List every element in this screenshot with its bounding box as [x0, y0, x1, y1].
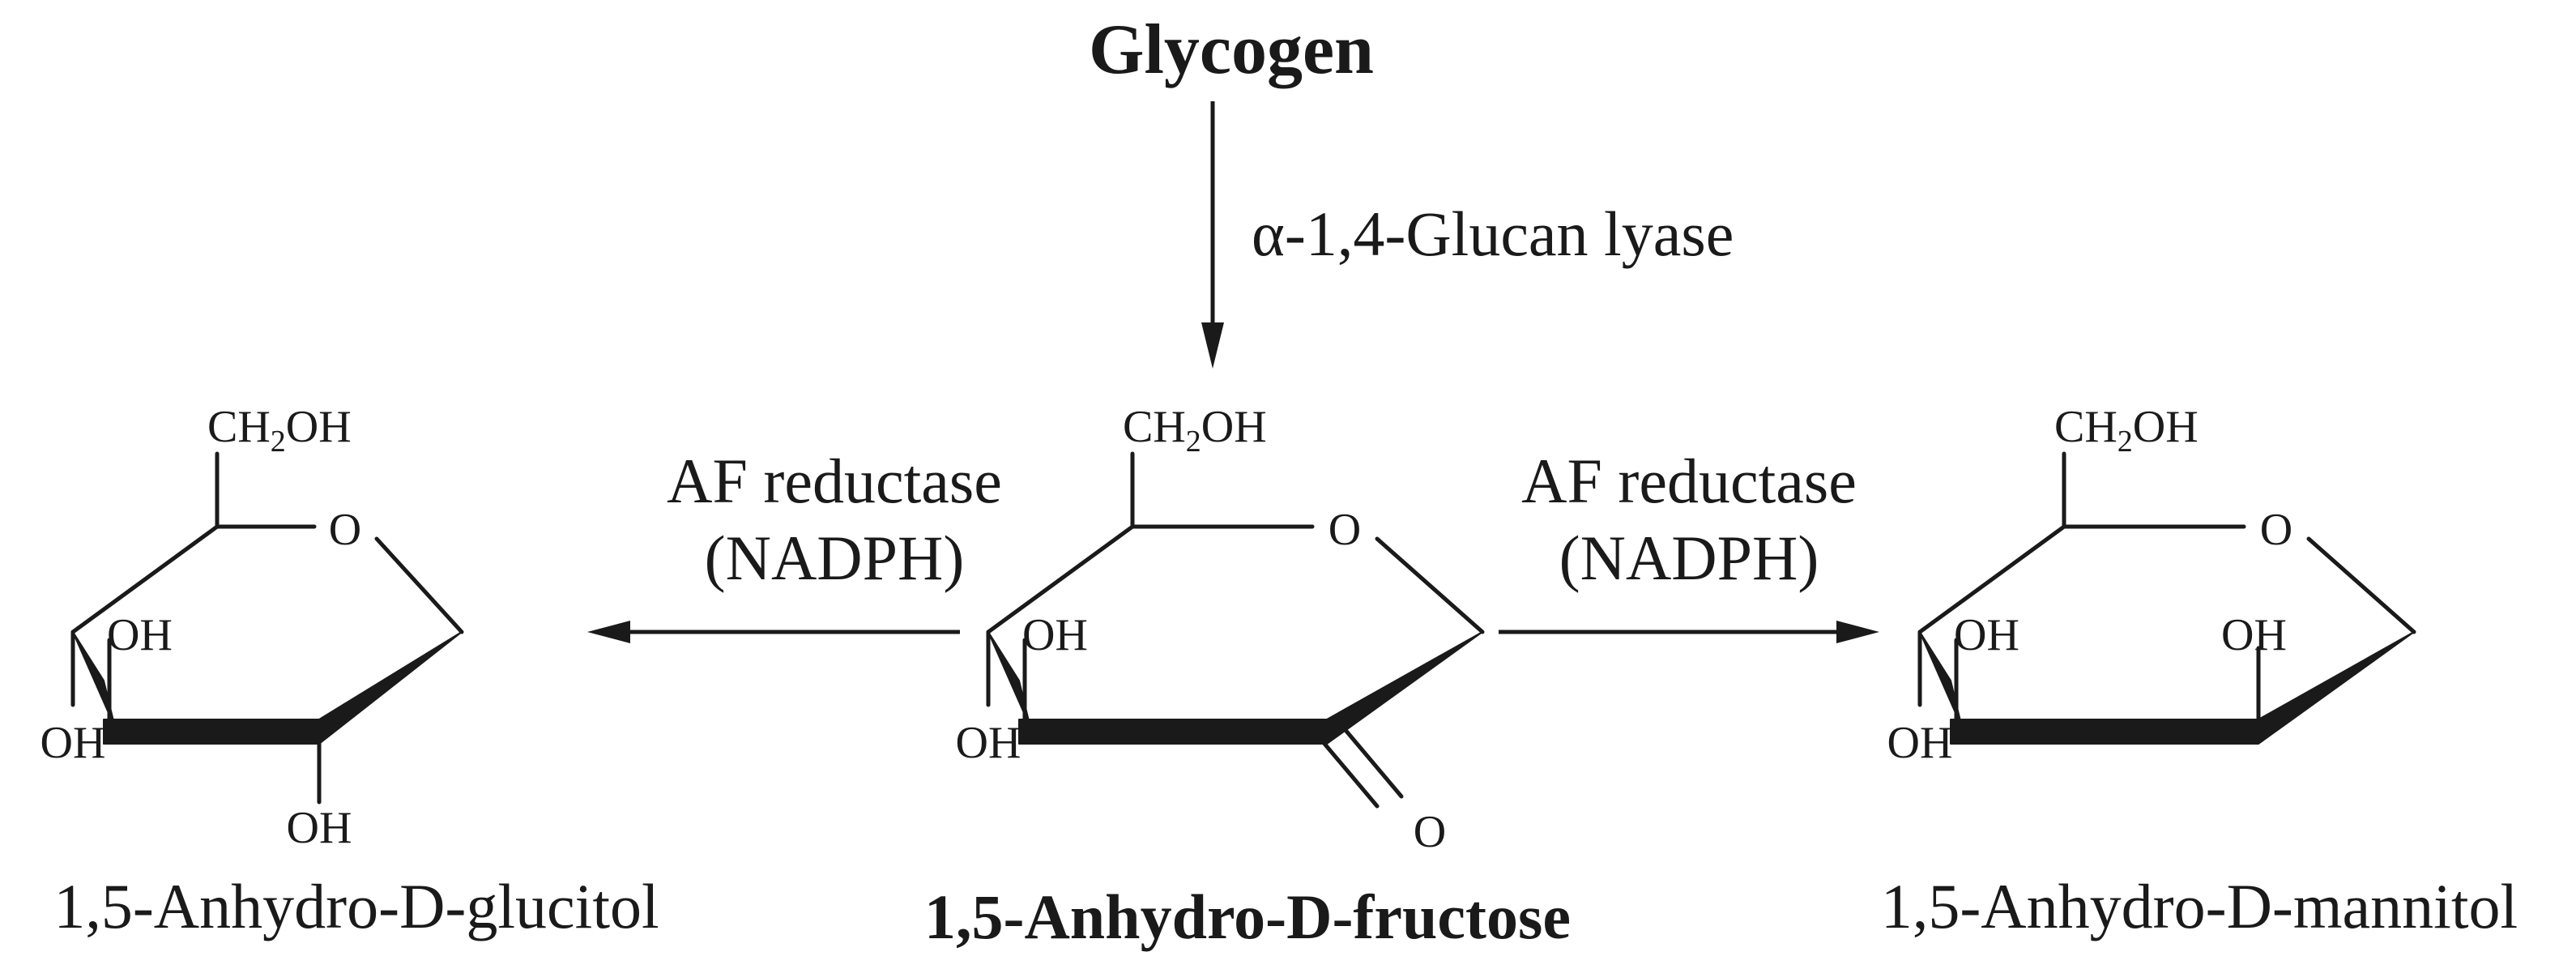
ring-structure	[70, 451, 464, 805]
enzyme-left-line2: (NADPH)	[705, 523, 965, 593]
substrate-label: Glycogen	[1089, 11, 1374, 89]
oh-c3-label: OH	[1954, 610, 2019, 660]
ring-oxygen-label: O	[2260, 505, 2292, 555]
oh-c3-label: OH	[1022, 610, 1088, 660]
enzyme-right-line1: AF reductase	[1521, 446, 1857, 516]
ring-oxygen-label: O	[329, 505, 361, 555]
oh-c2-label: OH	[2221, 610, 2287, 660]
af-to-glucitol-arrow	[587, 621, 960, 643]
molecule-fructose: CH2OH O OH OH O	[956, 402, 1485, 857]
molecule-mannitol: CH2OH O OH OH OH	[1887, 402, 2416, 768]
oh-c4-label: OH	[41, 718, 106, 768]
oh-c2-label: OH	[287, 803, 352, 853]
af-to-mannitol-arrow	[1499, 621, 1879, 643]
molecule-glucitol-name: 1,5-Anhydro-D-glucitol	[53, 871, 659, 941]
oh-c4-label: OH	[1887, 718, 1953, 768]
ch2oh-label: CH2OH	[1123, 402, 1267, 459]
glycogen-to-af-arrow	[1201, 101, 1224, 369]
ring-structure	[1917, 451, 2416, 745]
ring-oxygen-label: O	[1329, 505, 1361, 555]
ch2oh-label: CH2OH	[207, 402, 352, 459]
keto-oxygen-label: O	[1414, 807, 1446, 857]
molecule-fructose-name: 1,5-Anhydro-D-fructose	[924, 881, 1571, 952]
ring-structure	[986, 451, 1485, 809]
oh-c4-label: OH	[956, 718, 1021, 768]
enzyme-right-line2: (NADPH)	[1559, 523, 1819, 593]
enzyme-left-line1: AF reductase	[667, 446, 1002, 516]
molecule-glucitol: CH2OH O OH OH OH	[41, 402, 464, 853]
molecule-mannitol-name: 1,5-Anhydro-D-mannitol	[1881, 871, 2518, 941]
enzyme-top-label: α-1,4-Glucan lyase	[1252, 198, 1734, 269]
ch2oh-label: CH2OH	[2054, 402, 2199, 459]
oh-c3-label: OH	[107, 610, 173, 660]
